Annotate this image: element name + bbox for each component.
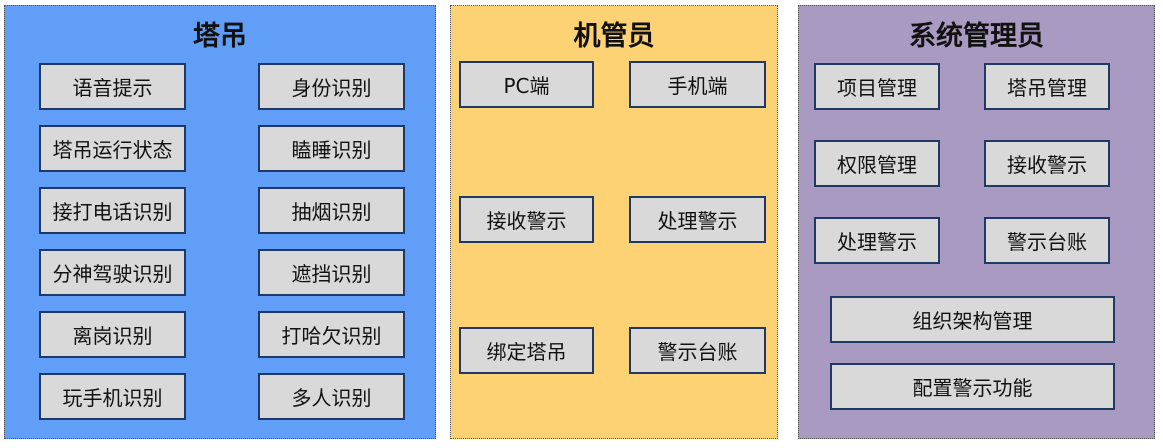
operator-panel: 机管员 PC端 手机端 接收警示 处理警示 绑定塔吊 警示台账 — [450, 5, 778, 439]
permission-management-box[interactable]: 权限管理 — [814, 140, 940, 187]
smoking-recognition-box[interactable]: 抽烟识别 — [258, 187, 405, 234]
crane-management-box[interactable]: 塔吊管理 — [984, 63, 1110, 110]
voice-prompt-box[interactable]: 语音提示 — [39, 63, 186, 110]
drowsiness-recognition-box[interactable]: 瞌睡识别 — [258, 125, 405, 172]
receive-alert-box[interactable]: 接收警示 — [459, 196, 594, 243]
distracted-driving-recognition-box[interactable]: 分神驾驶识别 — [39, 249, 186, 296]
identity-recognition-box[interactable]: 身份识别 — [258, 63, 405, 110]
alert-ledger-box[interactable]: 警示台账 — [984, 217, 1110, 264]
alert-ledger-box[interactable]: 警示台账 — [629, 327, 766, 374]
configure-alert-function-box[interactable]: 配置警示功能 — [830, 363, 1115, 410]
project-management-box[interactable]: 项目管理 — [814, 63, 940, 110]
organization-management-box[interactable]: 组织架构管理 — [830, 296, 1115, 343]
sysadmin-panel: 系统管理员 项目管理 塔吊管理 权限管理 接收警示 处理警示 警示台账 组织架构… — [798, 5, 1155, 439]
yawn-recognition-box[interactable]: 打哈欠识别 — [258, 311, 405, 358]
leaving-post-recognition-box[interactable]: 离岗识别 — [39, 311, 186, 358]
phone-usage-recognition-box[interactable]: 玩手机识别 — [39, 373, 186, 420]
multi-person-recognition-box[interactable]: 多人识别 — [258, 373, 405, 420]
pc-client-box[interactable]: PC端 — [459, 61, 594, 108]
bind-crane-box[interactable]: 绑定塔吊 — [459, 327, 594, 374]
handle-alert-box[interactable]: 处理警示 — [814, 217, 940, 264]
receive-alert-box[interactable]: 接收警示 — [984, 140, 1110, 187]
phone-call-recognition-box[interactable]: 接打电话识别 — [39, 187, 186, 234]
sysadmin-title: 系统管理员 — [909, 21, 1044, 52]
operator-title: 机管员 — [573, 21, 655, 52]
tower-crane-title: 塔吊 — [193, 21, 247, 52]
tower-crane-panel: 塔吊 语音提示 身份识别 塔吊运行状态 瞌睡识别 接打电话识别 抽烟识别 分神驾… — [4, 5, 436, 439]
mobile-client-box[interactable]: 手机端 — [629, 61, 766, 108]
crane-running-status-box[interactable]: 塔吊运行状态 — [39, 125, 186, 172]
handle-alert-box[interactable]: 处理警示 — [629, 196, 766, 243]
occlusion-recognition-box[interactable]: 遮挡识别 — [258, 249, 405, 296]
